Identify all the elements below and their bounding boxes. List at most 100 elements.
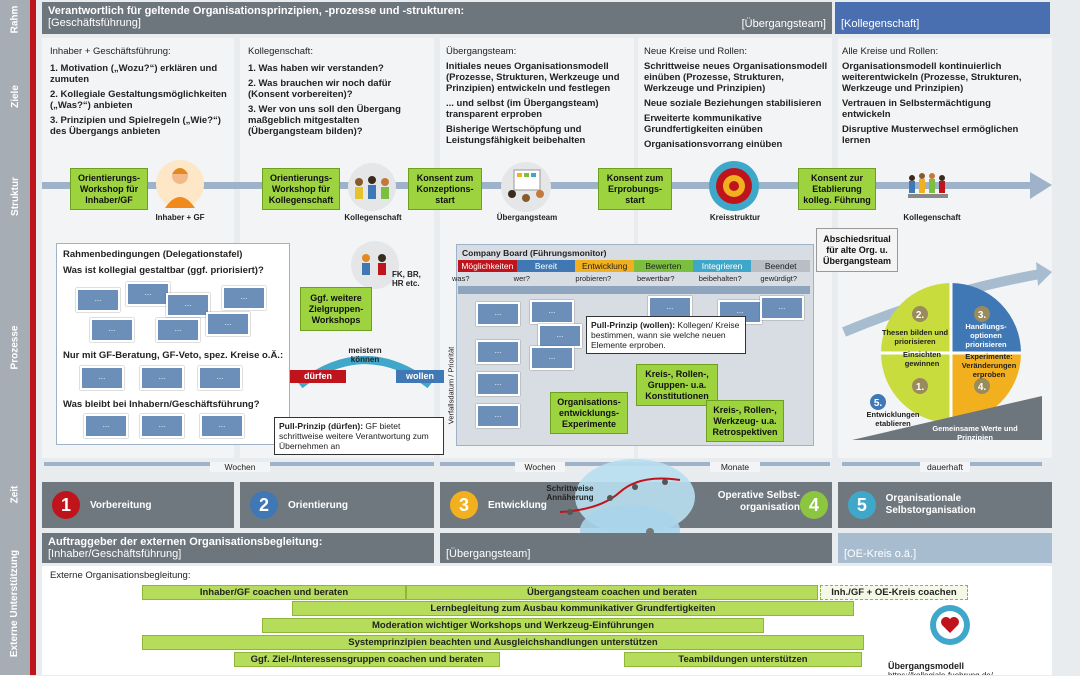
zielgruppen-box: Ggf. weitere Zielgruppen-Workshops bbox=[300, 287, 372, 331]
annaeherung-label: Schrittweise Annäherung bbox=[546, 484, 594, 502]
base-ramp: 5. bbox=[852, 394, 1042, 440]
zeit-wochen-1: Wochen bbox=[210, 462, 270, 472]
tab-integrieren: Integrieren bbox=[692, 260, 752, 272]
cap-kollegenschaft: Kollegenschaft bbox=[344, 213, 402, 222]
tab-bewerten: Bewerten bbox=[634, 260, 693, 272]
compass-heart-icon bbox=[930, 605, 970, 645]
sidebar-zeit: Zeit bbox=[0, 457, 30, 533]
ziele-col5: Alle Kreise und Rollen: Organisationsmod… bbox=[842, 46, 1022, 146]
cap-kollegenschaft-2: Kollegenschaft bbox=[903, 213, 961, 222]
delegation-card: ... bbox=[90, 318, 134, 342]
kollegen-group-icon bbox=[348, 163, 396, 211]
svg-text:5.: 5. bbox=[874, 398, 883, 409]
wollen-label: wollen bbox=[396, 370, 444, 383]
sidebar-struktur: Struktur bbox=[0, 155, 30, 238]
retrospektiven-box: Kreis-, Rollen-, Werkzeug- u.a. Retrospe… bbox=[706, 400, 784, 442]
pull-duerfen-note: Pull-Prinzip (dürfen): GF bietet schritt… bbox=[274, 417, 444, 455]
tab-moeglichkeiten: Möglichkeiten bbox=[458, 260, 517, 272]
konsent-etablierung-box: Konsent zur Etablierung kolleg. Führung bbox=[798, 168, 876, 210]
zeit-dauerhaft: dauerhaft bbox=[920, 462, 970, 472]
experimente-box: Organisations-entwicklungs-Experimente bbox=[550, 392, 628, 434]
tab-bereit: Bereit bbox=[516, 260, 576, 272]
konsent-konzeption-box: Konsent zum Konzeptions-start bbox=[408, 168, 482, 210]
cap-uebergangsteam: Übergangsteam bbox=[496, 213, 558, 222]
ziele-col1: Inhaber + Geschäftsführung: 1. Motivatio… bbox=[50, 46, 227, 137]
bar-lernbegleitung: Lernbegleitung zum Ausbau kommunikativer… bbox=[292, 601, 854, 616]
header-team: [Übergangsteam] bbox=[741, 18, 826, 30]
board-card: ... bbox=[530, 346, 574, 370]
board-card: ... bbox=[760, 296, 804, 320]
fk-caption: FK, BR, HR etc. bbox=[392, 270, 421, 288]
cycle-s1: Einsichten gewinnen bbox=[903, 350, 941, 368]
phase-4-number: 4 bbox=[800, 491, 828, 519]
bar-inhaber: Inhaber/GF coachen und beraten bbox=[142, 585, 406, 600]
bar-zielgruppen: Ggf. Ziel-/Interessensgruppen coachen un… bbox=[234, 652, 500, 667]
header-title: Verantwortlich für geltende Organisation… bbox=[48, 5, 465, 17]
red-timeline-bar bbox=[30, 0, 36, 675]
cycle-s4: Experimente: Veränderungen erproben bbox=[961, 352, 1017, 379]
ziele-col3: Übergangsteam: Initiales neues Organisat… bbox=[446, 46, 620, 146]
ziele-col2: Kollegenschaft: 1. Was haben wir verstan… bbox=[248, 46, 401, 137]
bar-moderation: Moderation wichtiger Workshops und Werkz… bbox=[262, 618, 764, 633]
cap-inhaber: Inhaber + GF bbox=[155, 213, 205, 222]
cycle-s5: Entwicklungen etablieren bbox=[866, 410, 920, 428]
sidebar-rahmen: Rahm bbox=[0, 0, 30, 39]
board-card: ... bbox=[476, 372, 520, 396]
board-flow-arrow bbox=[458, 286, 810, 294]
modell-url: https://kollegiale-fuehrung.de/ bbox=[888, 671, 1048, 675]
bar-teambildungen: Teambildungen unterstützen bbox=[624, 652, 862, 667]
svg-text:2.: 2. bbox=[916, 310, 925, 321]
zeit-monate: Monate bbox=[710, 462, 760, 472]
bar-uebergangsteam: Übergangsteam coachen und beraten bbox=[406, 585, 818, 600]
konsent-erprobung-box: Konsent zum Erprobungs-start bbox=[598, 168, 672, 210]
ziele-col4: Neue Kreise und Rollen: Schrittweise neu… bbox=[644, 46, 828, 150]
svg-text:3.: 3. bbox=[978, 310, 987, 321]
workshop-gf-box: Orientierungs-Workshop für Inhaber/GF bbox=[70, 168, 148, 210]
kollegenschaft-icon bbox=[908, 173, 948, 198]
board-tabs: Möglichkeiten Bereit Entwicklung Bewerte… bbox=[458, 260, 811, 272]
sidebar-extern: Externe Unterstützung bbox=[0, 532, 30, 676]
delegation-card: ... bbox=[156, 318, 200, 342]
phase-4-label: Operative Selbst-organisation bbox=[717, 490, 800, 513]
auftrag-oe-bar: [OE-Kreis o.ä.] bbox=[838, 533, 1052, 563]
header-sub: [Geschäftsführung] bbox=[48, 17, 141, 29]
struktur-arrowhead bbox=[1030, 172, 1052, 199]
sidebar-prozesse: Prozesse bbox=[0, 237, 30, 458]
delegation-card: ... bbox=[206, 312, 250, 336]
kreisstruktur-icon bbox=[709, 161, 759, 211]
pull-wollen-note: Pull-Prinzip (wollen): Kollegen/ Kreise … bbox=[586, 316, 746, 354]
duerfen-label: dürfen bbox=[290, 370, 346, 383]
tab-beendet: Beendet bbox=[751, 260, 811, 272]
board-card: ... bbox=[476, 404, 520, 428]
bar-systemprinzipien: Systemprinzipien beachten und Ausgleichs… bbox=[142, 635, 864, 650]
workshop-kollegen-box: Orientierungs-Workshop für Kollegenschaf… bbox=[262, 168, 340, 210]
delegation-card: ... bbox=[200, 414, 244, 438]
delegation-card: ... bbox=[140, 366, 184, 390]
delegation-card: ... bbox=[80, 366, 124, 390]
delegation-card: ... bbox=[222, 286, 266, 310]
sidebar-ziele: Ziele bbox=[0, 38, 30, 156]
board-card: ... bbox=[538, 324, 582, 348]
zeit-wochen-2: Wochen bbox=[515, 462, 565, 472]
konstitutionen-box: Kreis-, Rollen-, Gruppen- u.a. Konstitut… bbox=[636, 364, 718, 406]
uebergangsteam-icon bbox=[501, 162, 551, 212]
board-card: ... bbox=[476, 302, 520, 326]
delegation-card: ... bbox=[76, 288, 120, 312]
delegationstafel: Rahmenbedingungen (Delegationstafel) Was… bbox=[56, 243, 290, 445]
delegation-card: ... bbox=[198, 366, 242, 390]
header-kolleg: [Kollegenschaft] bbox=[835, 2, 1050, 34]
delegation-card: ... bbox=[140, 414, 184, 438]
cap-kreisstruktur: Kreisstruktur bbox=[709, 213, 761, 222]
modell-label: Übergangsmodell bbox=[888, 661, 965, 671]
delegation-card: ... bbox=[84, 414, 128, 438]
board-questions: was?wer?probieren?bewertbar?beibehalten?… bbox=[452, 274, 798, 283]
board-card: ... bbox=[530, 300, 574, 324]
auftrag-team-bar: [Übergangsteam] bbox=[440, 533, 832, 563]
meistern-label: meistern können bbox=[348, 346, 382, 364]
delegation-card: ... bbox=[126, 282, 170, 306]
extern-head: Externe Organisationsbegleitung: bbox=[50, 570, 191, 581]
cycle-base: Gemeinsame Werte und Prinzipien bbox=[932, 424, 1018, 442]
